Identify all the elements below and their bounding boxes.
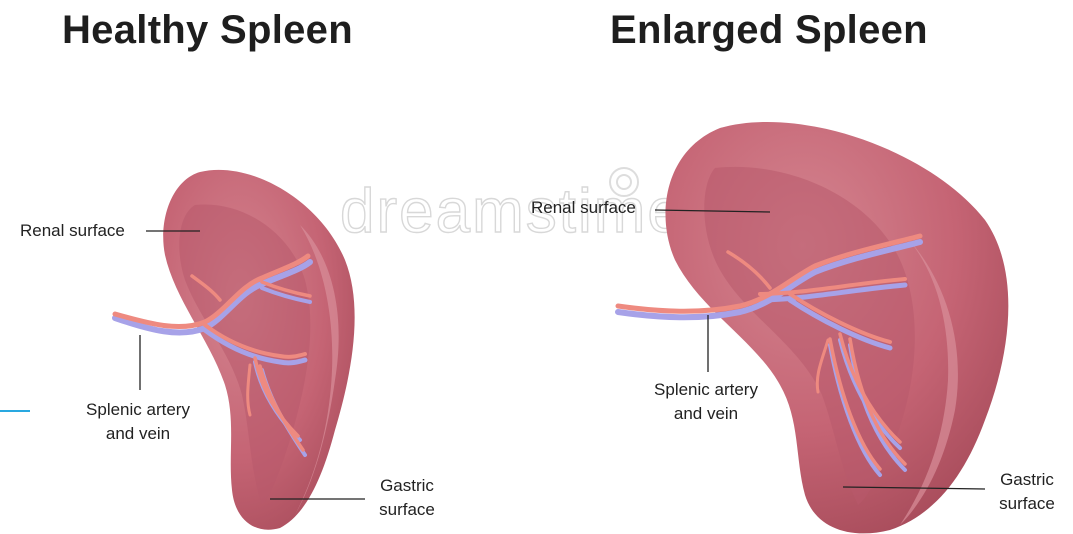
- healthy-artery-line1: Splenic artery: [68, 398, 208, 422]
- enlarged-artery-line2: and vein: [636, 402, 776, 426]
- healthy-spleen-title: Healthy Spleen: [62, 8, 353, 53]
- enlarged-gastric-line1: Gastric: [988, 468, 1066, 492]
- healthy-gastric-surface-label: Gastric surface: [368, 474, 446, 522]
- healthy-artery-line2: and vein: [68, 422, 208, 446]
- enlarged-splenic-artery-label: Splenic artery and vein: [636, 378, 776, 426]
- enlarged-gastric-line2: surface: [988, 492, 1066, 516]
- healthy-gastric-line2: surface: [368, 498, 446, 522]
- enlarged-renal-surface-label: Renal surface: [531, 196, 636, 220]
- healthy-gastric-line1: Gastric: [368, 474, 446, 498]
- healthy-splenic-artery-label: Splenic artery and vein: [68, 398, 208, 446]
- enlarged-gastric-surface-label: Gastric surface: [988, 468, 1066, 516]
- enlarged-artery-line1: Splenic artery: [636, 378, 776, 402]
- enlarged-spleen-title: Enlarged Spleen: [610, 8, 928, 53]
- healthy-renal-surface-label: Renal surface: [20, 219, 125, 243]
